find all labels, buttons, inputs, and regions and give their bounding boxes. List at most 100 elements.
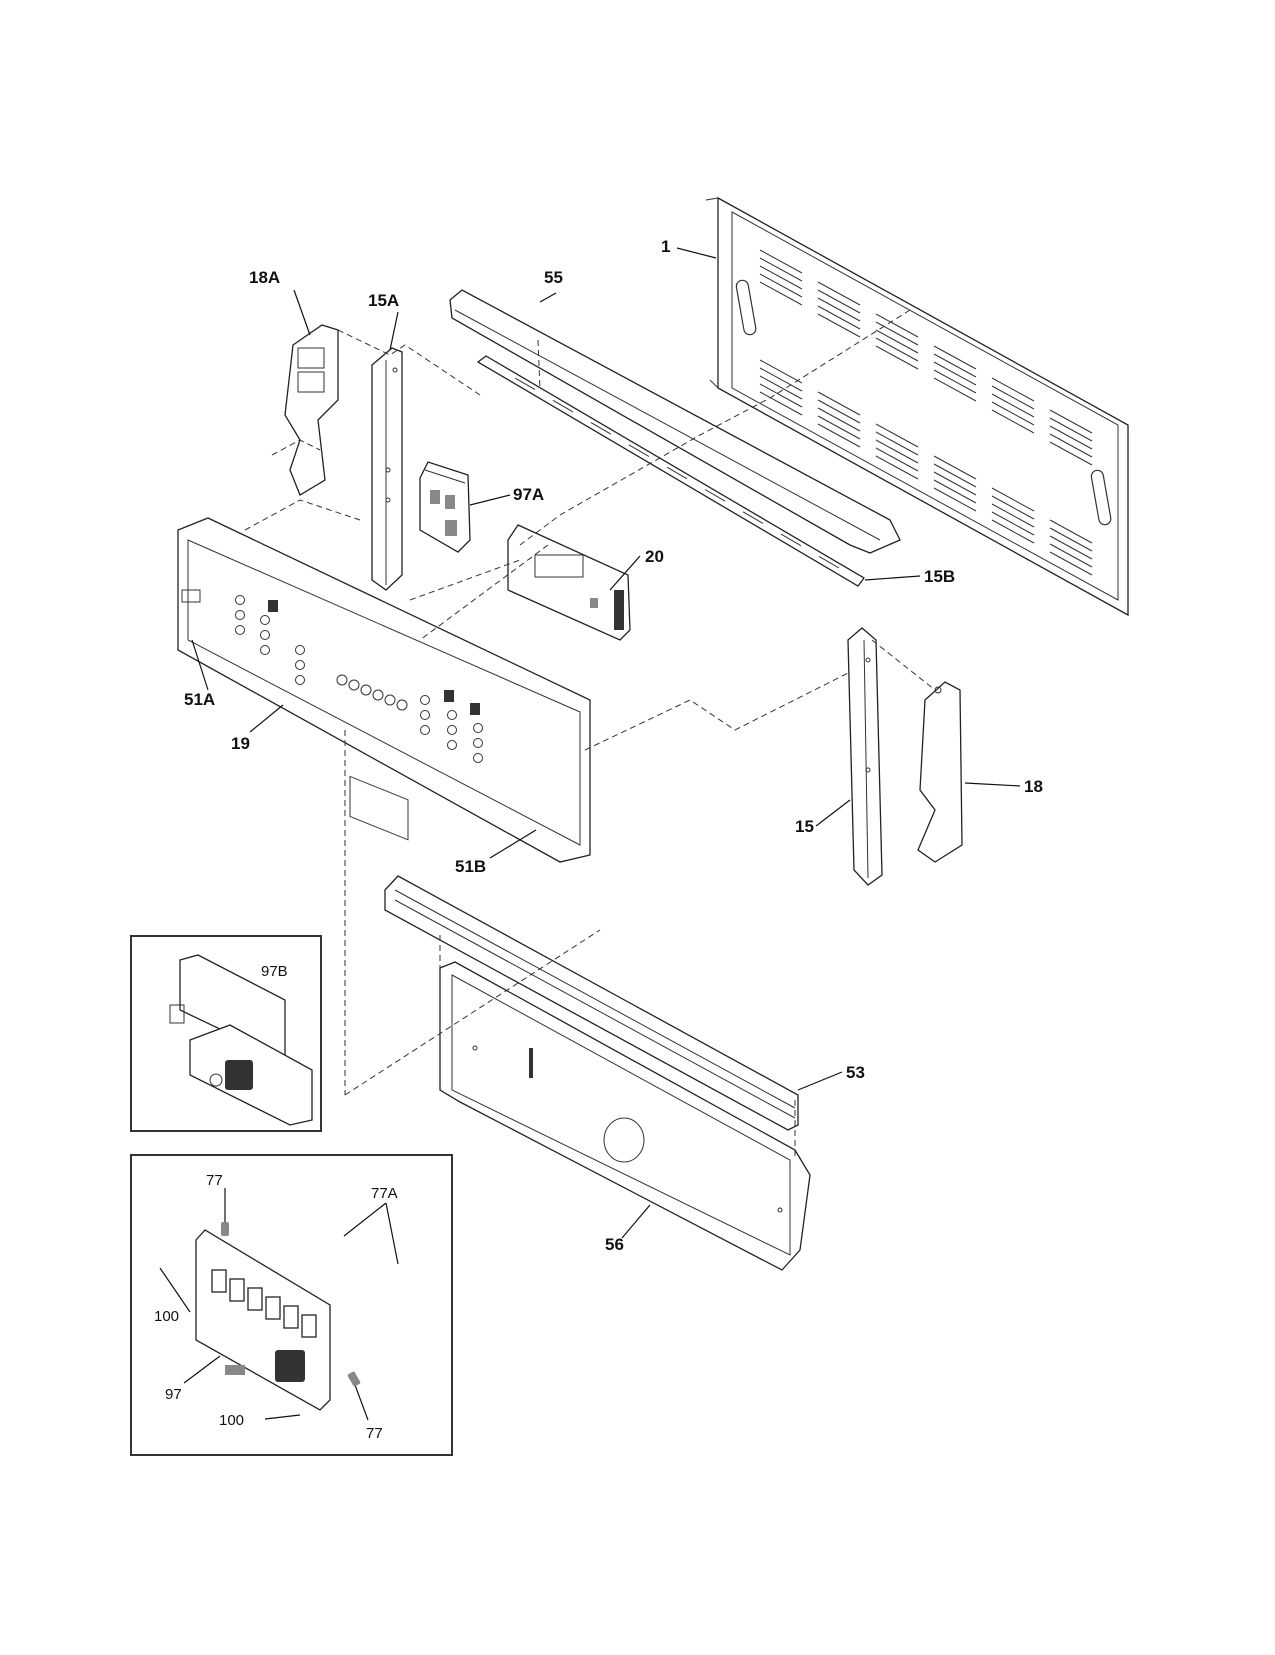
panel-key: [447, 725, 457, 735]
louver-slot: [1049, 535, 1093, 560]
louver-slot: [759, 375, 803, 400]
louver-slot: [817, 281, 861, 306]
label-19: 19: [231, 734, 250, 753]
label-97b: 97B: [261, 963, 288, 980]
label-100-bottom: 100: [219, 1412, 244, 1429]
panel-key: [336, 674, 348, 686]
panel-key: [420, 725, 430, 735]
panel-digit-display: [470, 703, 480, 715]
panel-key: [420, 710, 430, 720]
louver-slot: [759, 265, 803, 290]
louver-slot: [1049, 519, 1093, 544]
panel-key: [235, 595, 245, 605]
small-board-part-97a: [419, 461, 471, 553]
louver-slot: [933, 487, 977, 512]
louver-slot: [1049, 433, 1093, 458]
relay: [265, 1296, 281, 1320]
panel-key: [348, 679, 360, 691]
panel-key: [260, 630, 270, 640]
leader-lines: [191, 247, 1021, 1239]
louver-slot: [933, 463, 977, 488]
label-20: 20: [645, 547, 664, 566]
label-77-top: 77: [206, 1172, 223, 1189]
louver-slot: [933, 361, 977, 386]
louver-slot: [817, 297, 861, 322]
electronic-control-part-20: [507, 524, 631, 641]
louver-slot: [933, 345, 977, 370]
label-15a: 15A: [368, 291, 399, 310]
louver-slot: [875, 321, 919, 346]
louver-slot: [991, 519, 1035, 544]
support-channel-part-53: [384, 875, 799, 1131]
label-97: 97: [165, 1386, 182, 1403]
panel-key: [235, 610, 245, 620]
panel-key: [420, 695, 430, 705]
louver-slot: [933, 479, 977, 504]
relay: [301, 1314, 317, 1338]
inset-97: [130, 1154, 453, 1456]
relay: [247, 1287, 263, 1311]
louver-slot: [759, 359, 803, 384]
left-end-bracket-part-18a: [284, 324, 339, 496]
louver-slot: [875, 313, 919, 338]
louver-slot: [875, 431, 919, 456]
rail-slot: [704, 489, 726, 502]
label-53: 53: [846, 1063, 865, 1082]
louver-slot: [875, 423, 919, 448]
louver-slot: [817, 305, 861, 330]
callout-labels: 18A 15A 55 1 97A 20 15B 51A 19 51B 18 15…: [154, 237, 1043, 1442]
louver-slot: [991, 511, 1035, 536]
panel-key: [235, 625, 245, 635]
louver-slot: [875, 345, 919, 370]
panel-key: [384, 694, 396, 706]
louver-slot: [1049, 409, 1093, 434]
assembly-lines: [244, 309, 936, 1160]
rail-slot: [590, 422, 612, 435]
louver-slot: [991, 495, 1035, 520]
rail-slot: [666, 466, 688, 480]
label-51b: 51B: [455, 857, 486, 876]
panel-key: [473, 738, 483, 748]
rail-slot: [780, 533, 802, 547]
louver-slot: [817, 407, 861, 432]
louver-slot: [991, 385, 1035, 410]
label-15b: 15B: [924, 567, 955, 586]
louver-slot: [933, 455, 977, 480]
louver-slot: [875, 337, 919, 362]
panel-key: [447, 740, 457, 750]
louver-slot: [875, 455, 919, 480]
label-77a: 77A: [371, 1185, 398, 1202]
label-51a: 51A: [184, 690, 215, 709]
louver-slot: [991, 377, 1035, 402]
louver-slot: [817, 313, 861, 338]
panel-key: [295, 645, 305, 655]
label-55: 55: [544, 268, 563, 287]
panel-key: [360, 684, 372, 696]
label-77-bottom: 77: [366, 1425, 383, 1442]
louver-slot: [1049, 425, 1093, 450]
rail-slot: [628, 444, 650, 457]
label-100-left: 100: [154, 1308, 179, 1325]
right-end-bracket-part-18: [917, 681, 963, 863]
panel-key: [295, 660, 305, 670]
control-panel-part-19: [177, 517, 591, 863]
louver-slot: [759, 273, 803, 298]
louver-slot: [933, 353, 977, 378]
louver-slot: [1049, 441, 1093, 466]
louver-slot: [759, 367, 803, 392]
relay: [229, 1278, 245, 1302]
rear-panel-part-1: [705, 196, 1129, 617]
panel-key: [260, 645, 270, 655]
louver-slot: [817, 289, 861, 314]
panel-key: [473, 753, 483, 763]
left-side-bracket-part-15a: [371, 347, 403, 591]
label-1: 1: [661, 237, 670, 256]
right-side-bracket-part-15: [847, 627, 883, 886]
louver-slot: [991, 393, 1035, 418]
top-trim-part-55: [449, 289, 901, 554]
louver-slot: [759, 391, 803, 416]
inset-97b: [130, 935, 322, 1132]
louver-slot: [1049, 543, 1093, 568]
